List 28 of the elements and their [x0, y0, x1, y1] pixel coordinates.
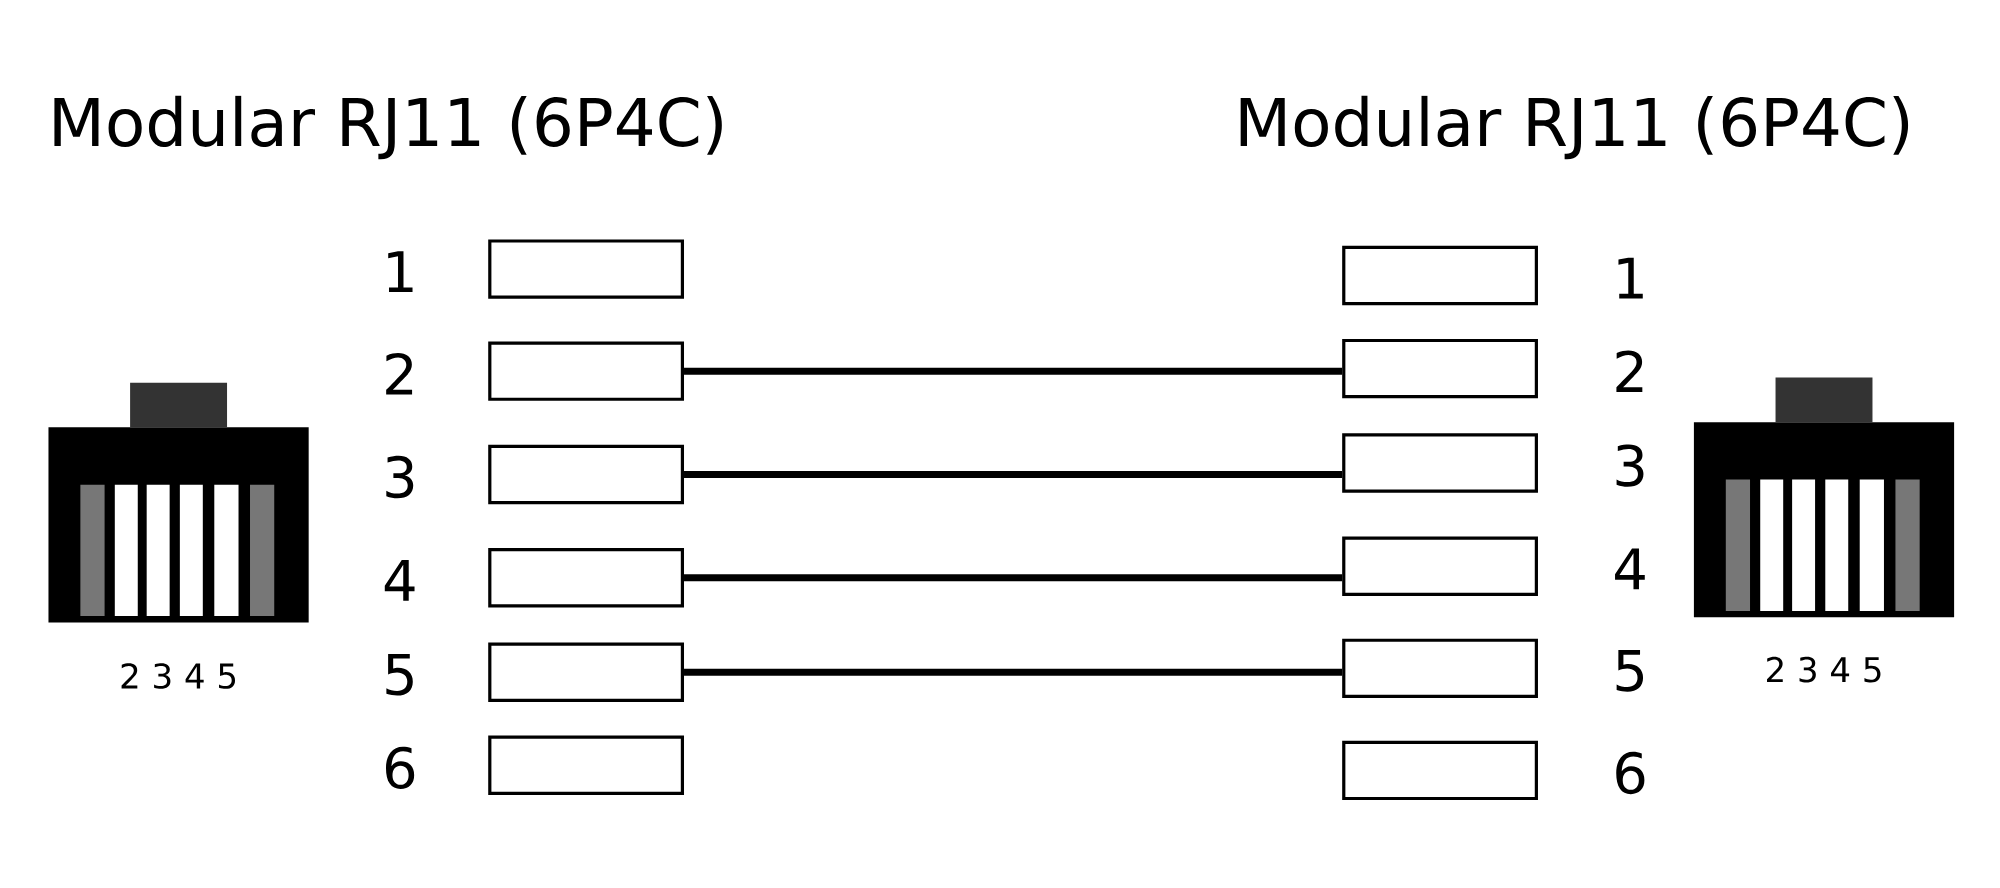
pin-labels: 2 3 4 5: [1767, 656, 1881, 683]
connector-title: Modular RJ11 (6P4C): [1240, 95, 1909, 160]
pin-number: 1: [388, 251, 413, 293]
pin-number: 2: [386, 352, 413, 395]
pin-number: 3: [386, 455, 414, 499]
pin-number: 2: [1616, 350, 1643, 392]
pin-box: [488, 444, 684, 505]
pin-number: 1: [1618, 257, 1643, 299]
pin-number: 4: [1615, 548, 1645, 590]
pin-number: 3: [1616, 444, 1644, 487]
pin-box: [1342, 740, 1538, 801]
pin-labels: 2 3 4 5: [121, 663, 236, 689]
pin-box: [1342, 638, 1538, 699]
pin-box: [488, 548, 684, 608]
connector-title: Modular RJ11 (6P4C): [54, 95, 722, 160]
pin-number: 4: [384, 559, 415, 601]
pin-number: 6: [386, 746, 415, 790]
pin-box: [488, 735, 684, 795]
pin-box: [488, 341, 684, 401]
pin-number: 5: [386, 653, 413, 696]
pin-number: 6: [1616, 751, 1645, 795]
pin-box: [488, 642, 684, 702]
pin-box: [488, 239, 684, 299]
pin-box: [1342, 433, 1538, 493]
pin-box: [1342, 245, 1538, 306]
pin-box: [1342, 338, 1538, 399]
pin-number: 5: [1616, 650, 1644, 692]
pin-box: [1342, 536, 1538, 597]
